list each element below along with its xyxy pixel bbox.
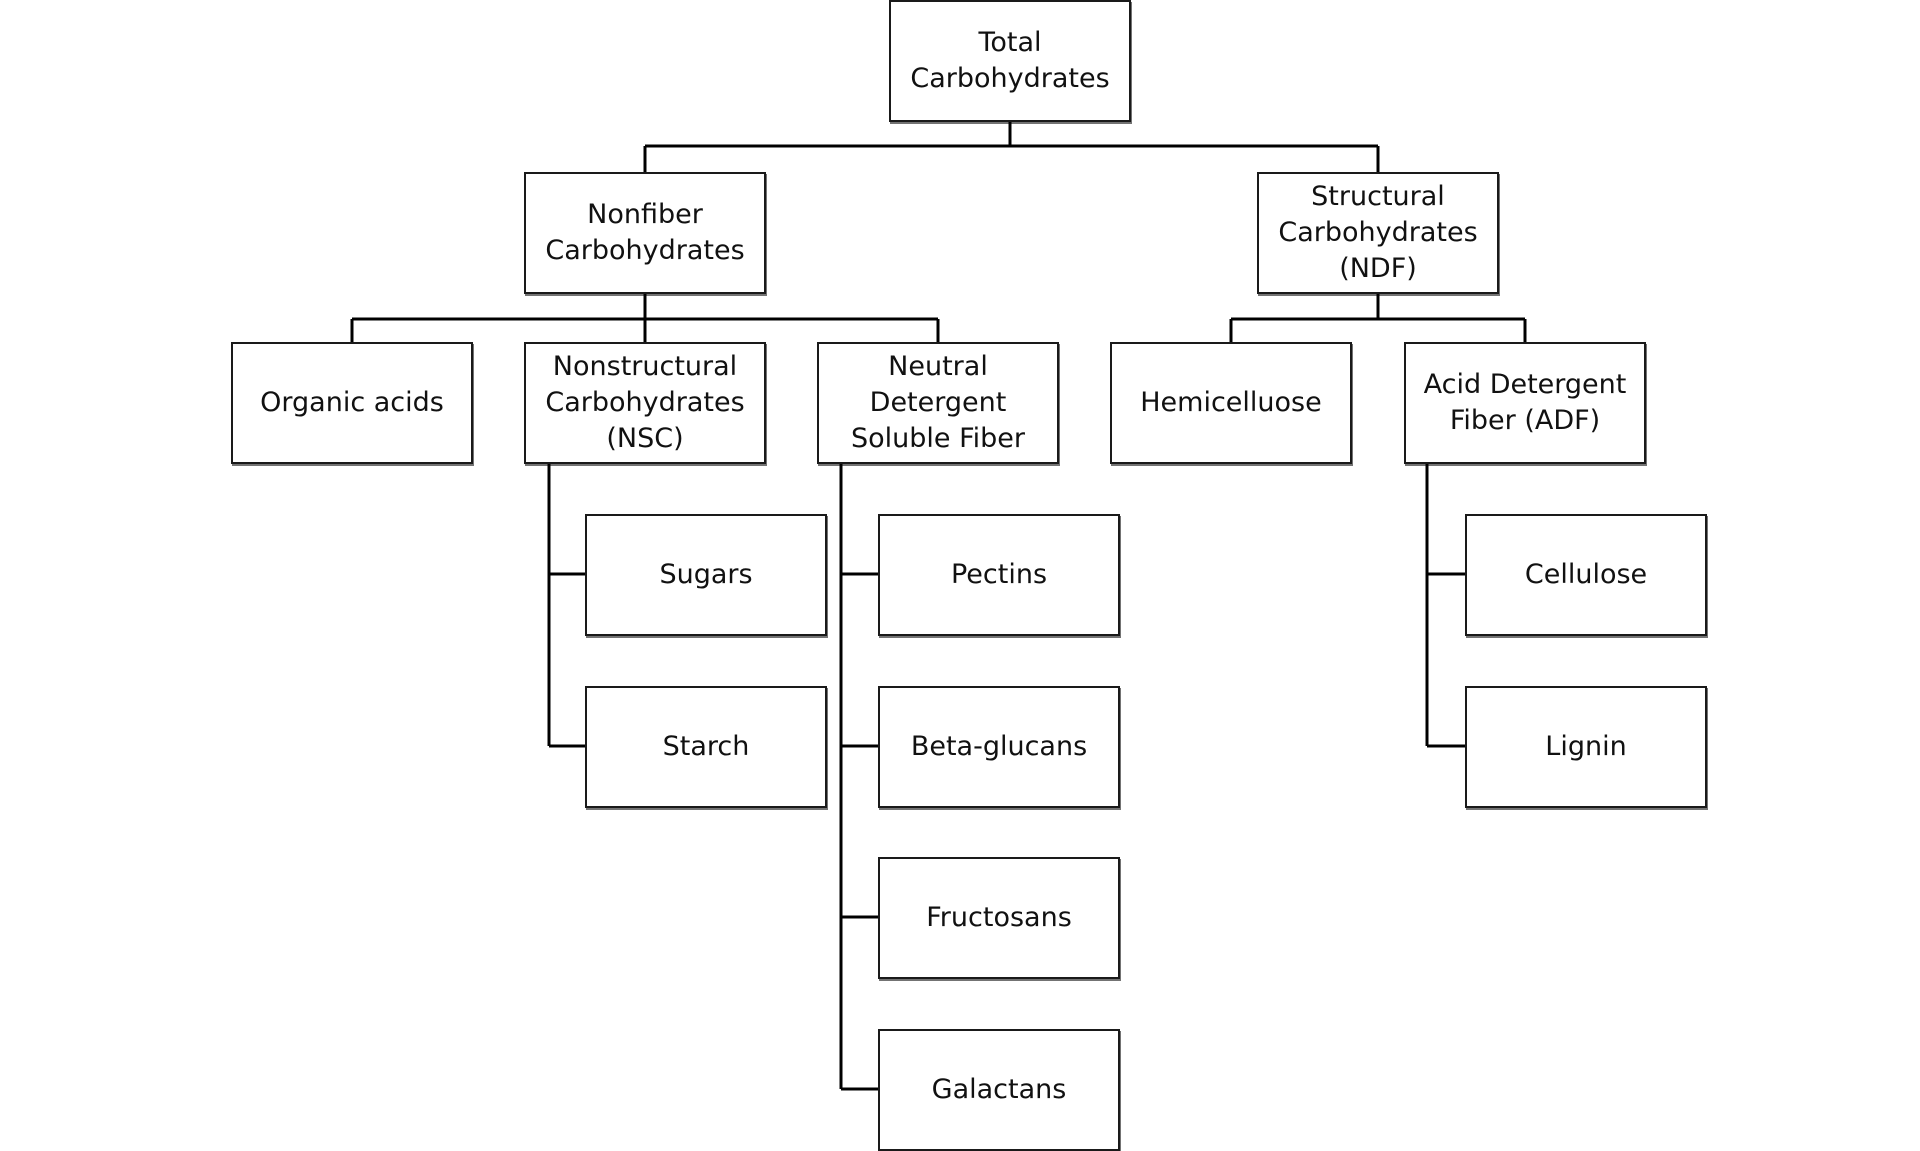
node-pectins: Pectins xyxy=(878,514,1120,636)
connector-adf-to-children xyxy=(1425,464,1465,748)
node-neutral-detergent-soluble-fiber: Neutral Detergent Soluble Fiber xyxy=(817,342,1059,464)
node-label: Starch xyxy=(662,731,750,762)
node-label: Neutral Detergent Soluble Fiber xyxy=(850,351,1026,454)
node-label: Organic acids xyxy=(260,387,444,418)
connector-nonfiber-to-children xyxy=(350,294,940,342)
node-label: Beta-glucans xyxy=(910,731,1088,762)
node-nonstructural-carbohydrates: Nonstructural Carbohydrates (NSC) xyxy=(524,342,766,464)
node-label: Pectins xyxy=(950,559,1048,590)
connector-nsc-to-children xyxy=(547,464,585,748)
node-cellulose: Cellulose xyxy=(1465,514,1707,636)
node-label: Structural Carbohydrates (NDF) xyxy=(1278,181,1478,284)
node-label: Fructosans xyxy=(926,902,1072,933)
connector-total-to-level1 xyxy=(643,121,1380,172)
node-label: Cellulose xyxy=(1524,559,1648,590)
node-organic-acids: Organic acids xyxy=(231,342,473,464)
node-label: Hemicelluose xyxy=(1140,387,1322,418)
node-nonfiber-carbohydrates: Nonfiber Carbohydrates xyxy=(524,172,766,294)
connector-structural-to-children xyxy=(1229,294,1527,342)
node-label: Acid Detergent Fiber (ADF) xyxy=(1423,369,1627,436)
node-lignin: Lignin xyxy=(1465,686,1707,808)
node-beta-glucans: Beta-glucans xyxy=(878,686,1120,808)
node-total-carbohydrates: Total Carbohydrates xyxy=(889,0,1131,122)
node-starch: Starch xyxy=(585,686,827,808)
node-label: Nonstructural Carbohydrates (NSC) xyxy=(545,351,745,454)
node-label: Lignin xyxy=(1545,731,1627,762)
node-label: Nonfiber Carbohydrates xyxy=(545,199,745,266)
node-acid-detergent-fiber: Acid Detergent Fiber (ADF) xyxy=(1404,342,1646,464)
node-label: Sugars xyxy=(659,559,753,590)
node-fructosans: Fructosans xyxy=(878,857,1120,979)
node-label: Galactans xyxy=(931,1074,1067,1105)
connector-ndsf-to-children xyxy=(839,464,878,1091)
node-hemicellulose: Hemicelluose xyxy=(1110,342,1352,464)
node-sugars: Sugars xyxy=(585,514,827,636)
node-galactans: Galactans xyxy=(878,1029,1120,1151)
node-label: Total Carbohydrates xyxy=(910,27,1110,94)
node-structural-carbohydrates: Structural Carbohydrates (NDF) xyxy=(1257,172,1499,294)
